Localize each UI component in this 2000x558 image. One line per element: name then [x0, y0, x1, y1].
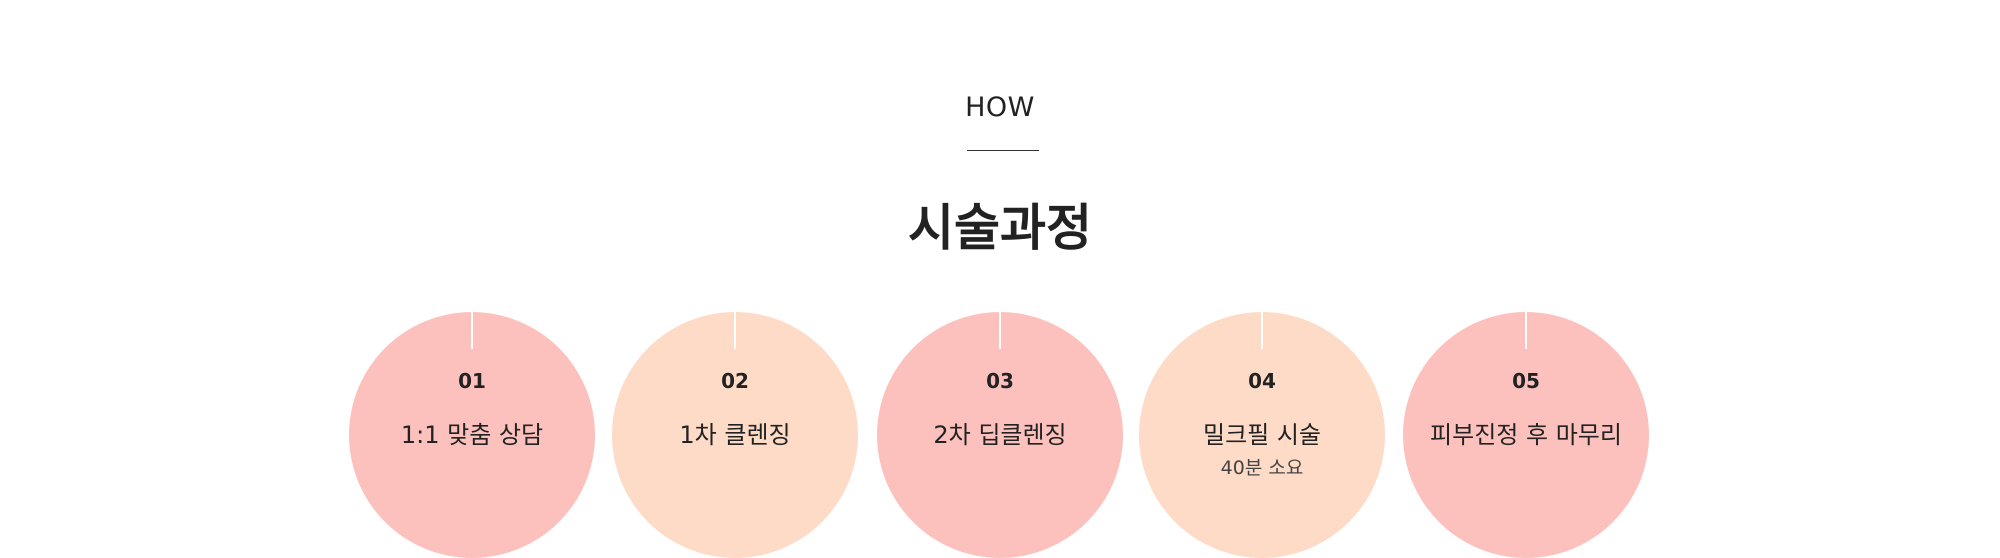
step-number: 04: [1248, 369, 1276, 393]
step-circle-3: 03 2차 딥클렌징: [877, 312, 1123, 558]
step-number: 03: [986, 369, 1014, 393]
section-title: 시술과정: [908, 199, 1092, 257]
step-circle-5: 05 피부진정 후 마무리: [1403, 312, 1649, 558]
section-divider: [967, 150, 1039, 151]
step-number: 05: [1512, 369, 1540, 393]
step-circle-2: 02 1차 클렌징: [612, 312, 858, 558]
step-number: 01: [458, 369, 486, 393]
step-tick: [1525, 312, 1527, 349]
section-eyebrow: HOW: [965, 92, 1035, 123]
step-tick: [999, 312, 1001, 349]
step-label: 밀크필 시술: [1202, 421, 1322, 449]
step-tick: [734, 312, 736, 349]
step-circle-1: 01 1:1 맞춤 상담: [349, 312, 595, 558]
step-circle-4: 04 밀크필 시술 40분 소요: [1139, 312, 1385, 558]
step-label: 피부진정 후 마무리: [1430, 421, 1622, 449]
step-label: 2차 딥클렌징: [933, 421, 1067, 449]
step-number: 02: [721, 369, 749, 393]
step-label: 1:1 맞춤 상담: [400, 421, 544, 449]
step-tick: [471, 312, 473, 349]
step-label: 1차 클렌징: [679, 421, 791, 449]
steps-row: 01 1:1 맞춤 상담 02 1차 클렌징 03 2차 딥클렌징 04 밀크필…: [0, 312, 2000, 558]
step-tick: [1261, 312, 1263, 349]
step-duration: 40분 소요: [1220, 457, 1304, 479]
